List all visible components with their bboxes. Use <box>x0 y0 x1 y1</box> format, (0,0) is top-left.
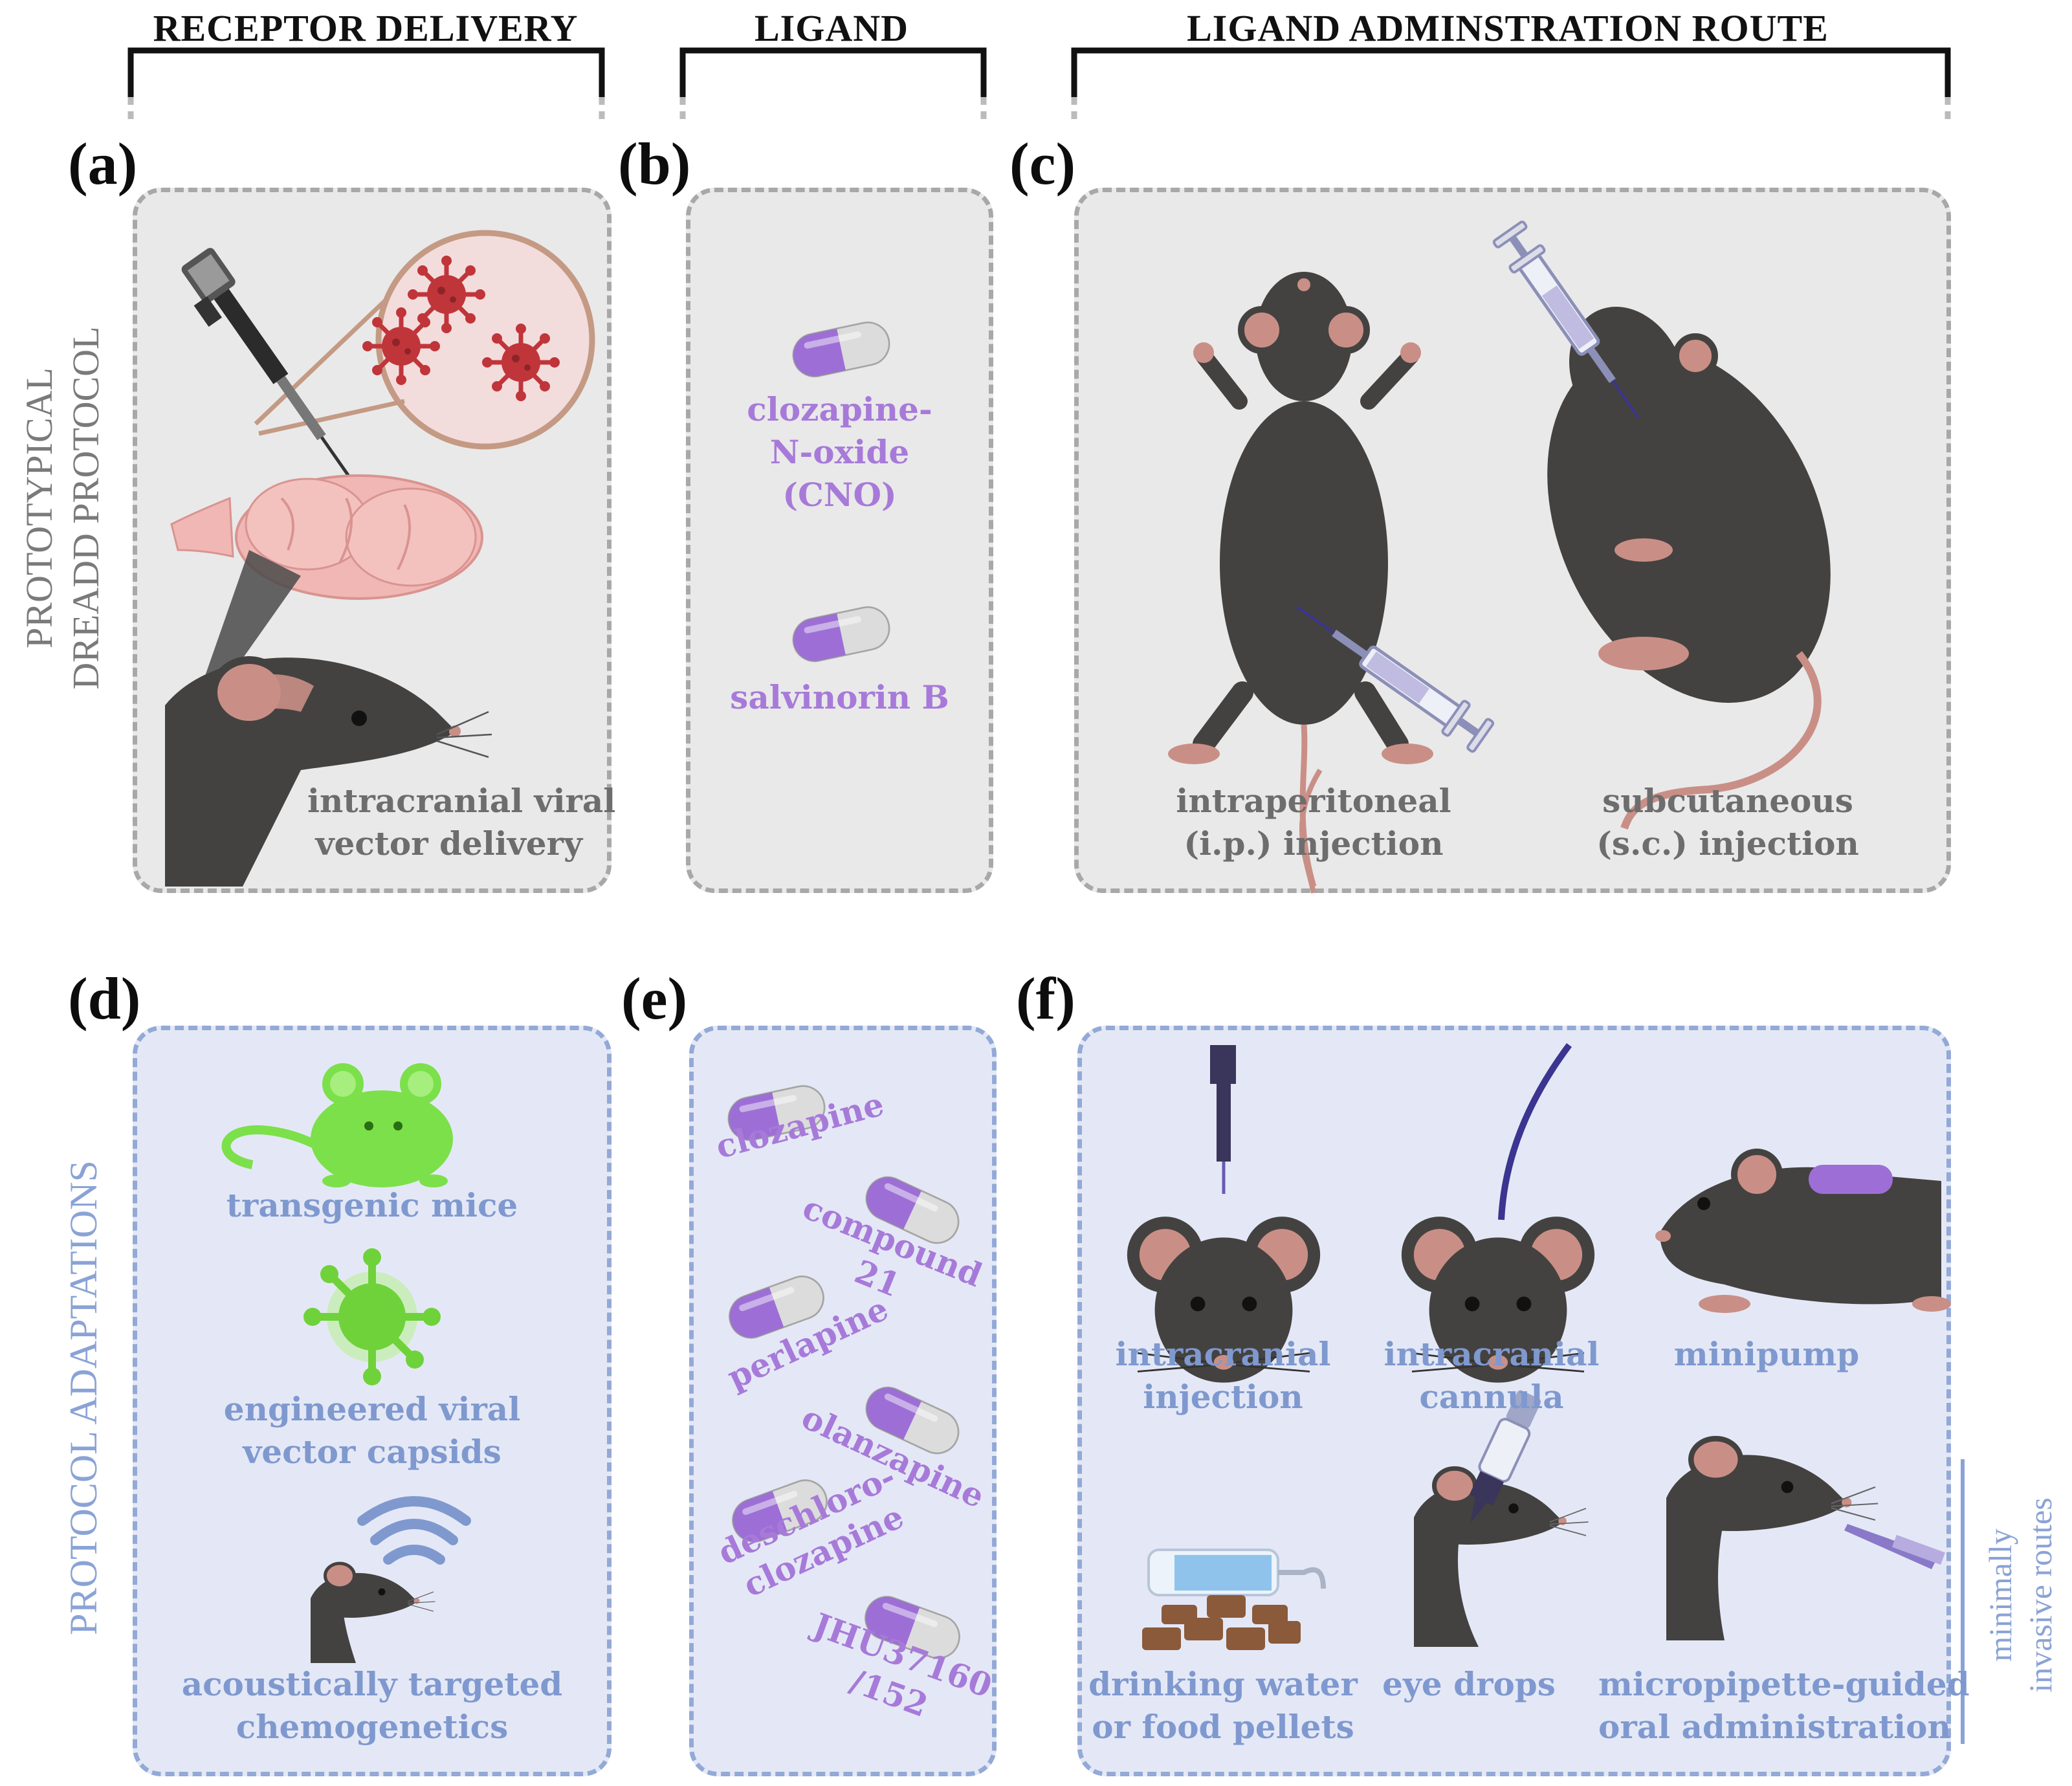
bracket-receptor-delivery <box>127 47 1951 123</box>
row-label-prototypical: PROTOTYPICAL DREADD PROTOCOL <box>18 326 107 690</box>
mouse-icon-minipump <box>1655 1149 1951 1313</box>
label-intracranial-cannula: intracranial cannula <box>1383 1335 1600 1416</box>
row-label-adaptations: PROTOCOL ADAPTATIONS <box>62 1160 105 1635</box>
mouse-icon <box>165 656 492 887</box>
label-acoustic-chemogenetics: acoustically targeted chemogenetics <box>181 1665 563 1746</box>
label-minipump: minipump <box>1673 1335 1860 1373</box>
caption-ip-injection: intraperitoneal (i.p.) injection <box>1176 782 1451 863</box>
transgenic-mouse-icon <box>221 1063 453 1187</box>
brain-icon <box>170 474 483 600</box>
header-ligand-route: LIGAND ADMINSTRATION ROUTE <box>1187 7 1829 49</box>
panel-letter-e: (e) <box>621 965 688 1031</box>
panel-b <box>686 188 993 893</box>
cannula-icon <box>1498 1043 1572 1220</box>
label-transgenic-mice: transgenic mice <box>226 1186 518 1224</box>
panel-letter-b: (b) <box>618 131 691 197</box>
label-micropipette-oral: micropipette-guided oral administration <box>1598 1665 1970 1746</box>
row-label-minimally-invasive: minimally invasive routes <box>1982 1497 2058 1693</box>
panel-a-caption: intracranial viral vector delivery <box>307 782 616 863</box>
engineered-virus-icon <box>303 1248 441 1385</box>
panel-letter-a: (a) <box>68 131 138 197</box>
label-intracranial-injection: intracranial injection <box>1115 1335 1331 1416</box>
panel-letter-f: (f) <box>1016 965 1075 1031</box>
virus-icon <box>408 256 485 333</box>
water-bottle-icon <box>1147 1549 1326 1596</box>
ligand-salvinorin-b: salvinorin B <box>730 678 949 716</box>
panel-c-illustration <box>1168 188 1831 894</box>
minipump-icon <box>1809 1165 1893 1194</box>
capsule-icon-b1 <box>788 317 894 382</box>
acoustic-mouse-icon <box>304 1496 471 1663</box>
micropipette-icon <box>1844 1524 1946 1569</box>
injector-icon <box>1210 1045 1236 1194</box>
minimally-invasive-bracket-line <box>1961 1459 1965 1744</box>
mouse-icon-sc <box>1547 307 1831 830</box>
label-engineered-capsids: engineered viral vector capsids <box>223 1390 521 1471</box>
header-ligand: LIGAND <box>754 7 909 49</box>
ligand-cno: clozapine- N-oxide (CNO) <box>747 390 932 514</box>
panel-a-illustration <box>165 230 595 887</box>
label-drinking-water: drinking water or food pellets <box>1088 1665 1358 1746</box>
panel-letter-c: (c) <box>1009 131 1076 197</box>
panel-letter-d: (d) <box>68 965 141 1031</box>
panel-f-illustration <box>1126 1043 1951 1650</box>
food-pellets-icon <box>1142 1595 1301 1650</box>
caption-sc-injection: subcutaneous (s.c.) injection <box>1596 782 1859 863</box>
eye-dropper-icon <box>1469 1390 1541 1524</box>
label-eye-drops: eye drops <box>1382 1665 1556 1703</box>
capsule-icon-b2 <box>788 602 894 667</box>
header-receptor-delivery: RECEPTOR DELIVERY <box>153 7 579 49</box>
sound-wave-icon <box>357 1496 471 1565</box>
microinjector-icon <box>181 248 360 492</box>
